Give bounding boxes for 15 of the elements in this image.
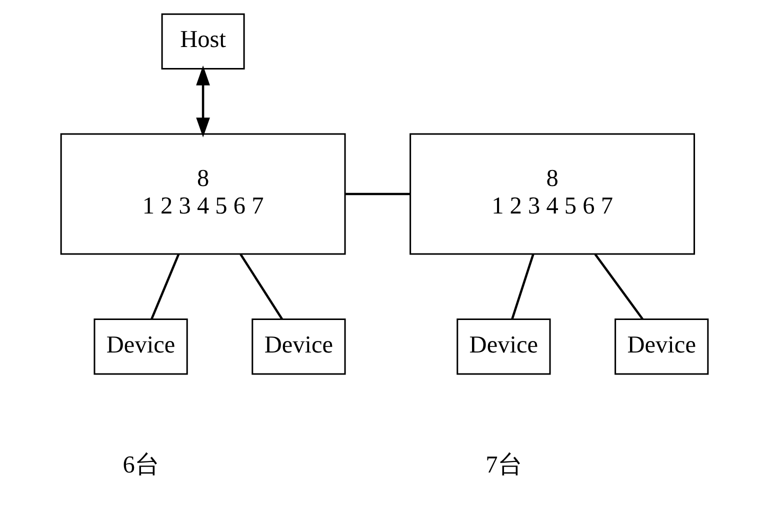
- node-box: 8 1 2 3 4 5 6 7: [60, 133, 346, 255]
- arrow: [196, 66, 210, 138]
- connector: [240, 254, 283, 320]
- label: 7台: [486, 451, 522, 478]
- label: 6台: [122, 451, 159, 478]
- node-box: 8 1 2 3 4 5 6 7: [410, 133, 696, 255]
- node-box: Device: [456, 318, 551, 375]
- node-box: Host: [161, 13, 245, 70]
- node-box: Device: [94, 318, 188, 375]
- connector: [346, 192, 410, 196]
- connector: [594, 254, 644, 320]
- connector: [511, 254, 534, 320]
- node-box: Device: [614, 318, 709, 375]
- connector: [150, 254, 180, 320]
- node-box: Device: [252, 318, 346, 375]
